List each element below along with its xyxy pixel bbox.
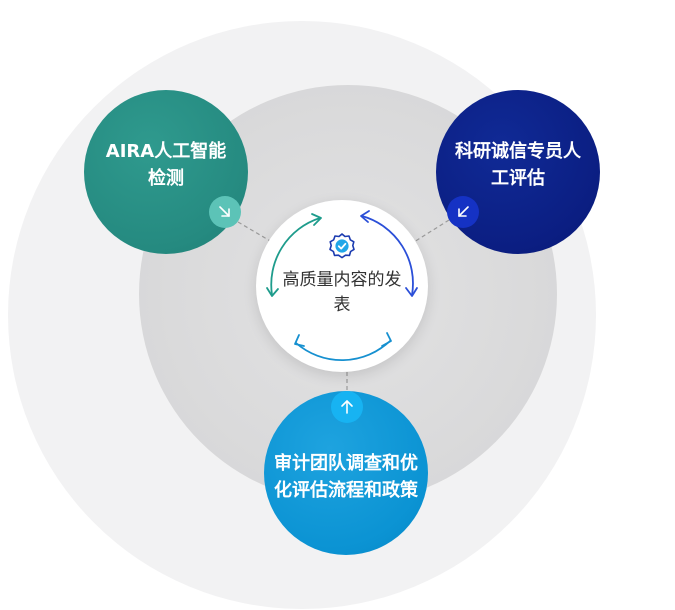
cycle-arrows-icon xyxy=(266,210,418,362)
node-audit-label: 审计团队调查和优化评估流程和政策 xyxy=(274,453,418,501)
node-research-integrity: 科研诚信专员人工评估 xyxy=(436,90,600,254)
arrow-down-right-icon xyxy=(209,196,241,228)
arrow-up-icon xyxy=(331,391,363,423)
node-audit-team: 审计团队调查和优化评估流程和政策 xyxy=(264,391,428,555)
node-research-label: 科研诚信专员人工评估 xyxy=(455,141,581,189)
arrow-down-left-icon xyxy=(447,196,479,228)
center-hub: 高质量内容的发表 xyxy=(256,200,428,372)
node-aira-detection: AIRA人工智能检测 xyxy=(84,90,248,254)
node-aira-label: AIRA人工智能检测 xyxy=(105,141,227,189)
center-label: 高质量内容的发表 xyxy=(282,270,402,315)
verified-badge-icon xyxy=(329,233,355,259)
